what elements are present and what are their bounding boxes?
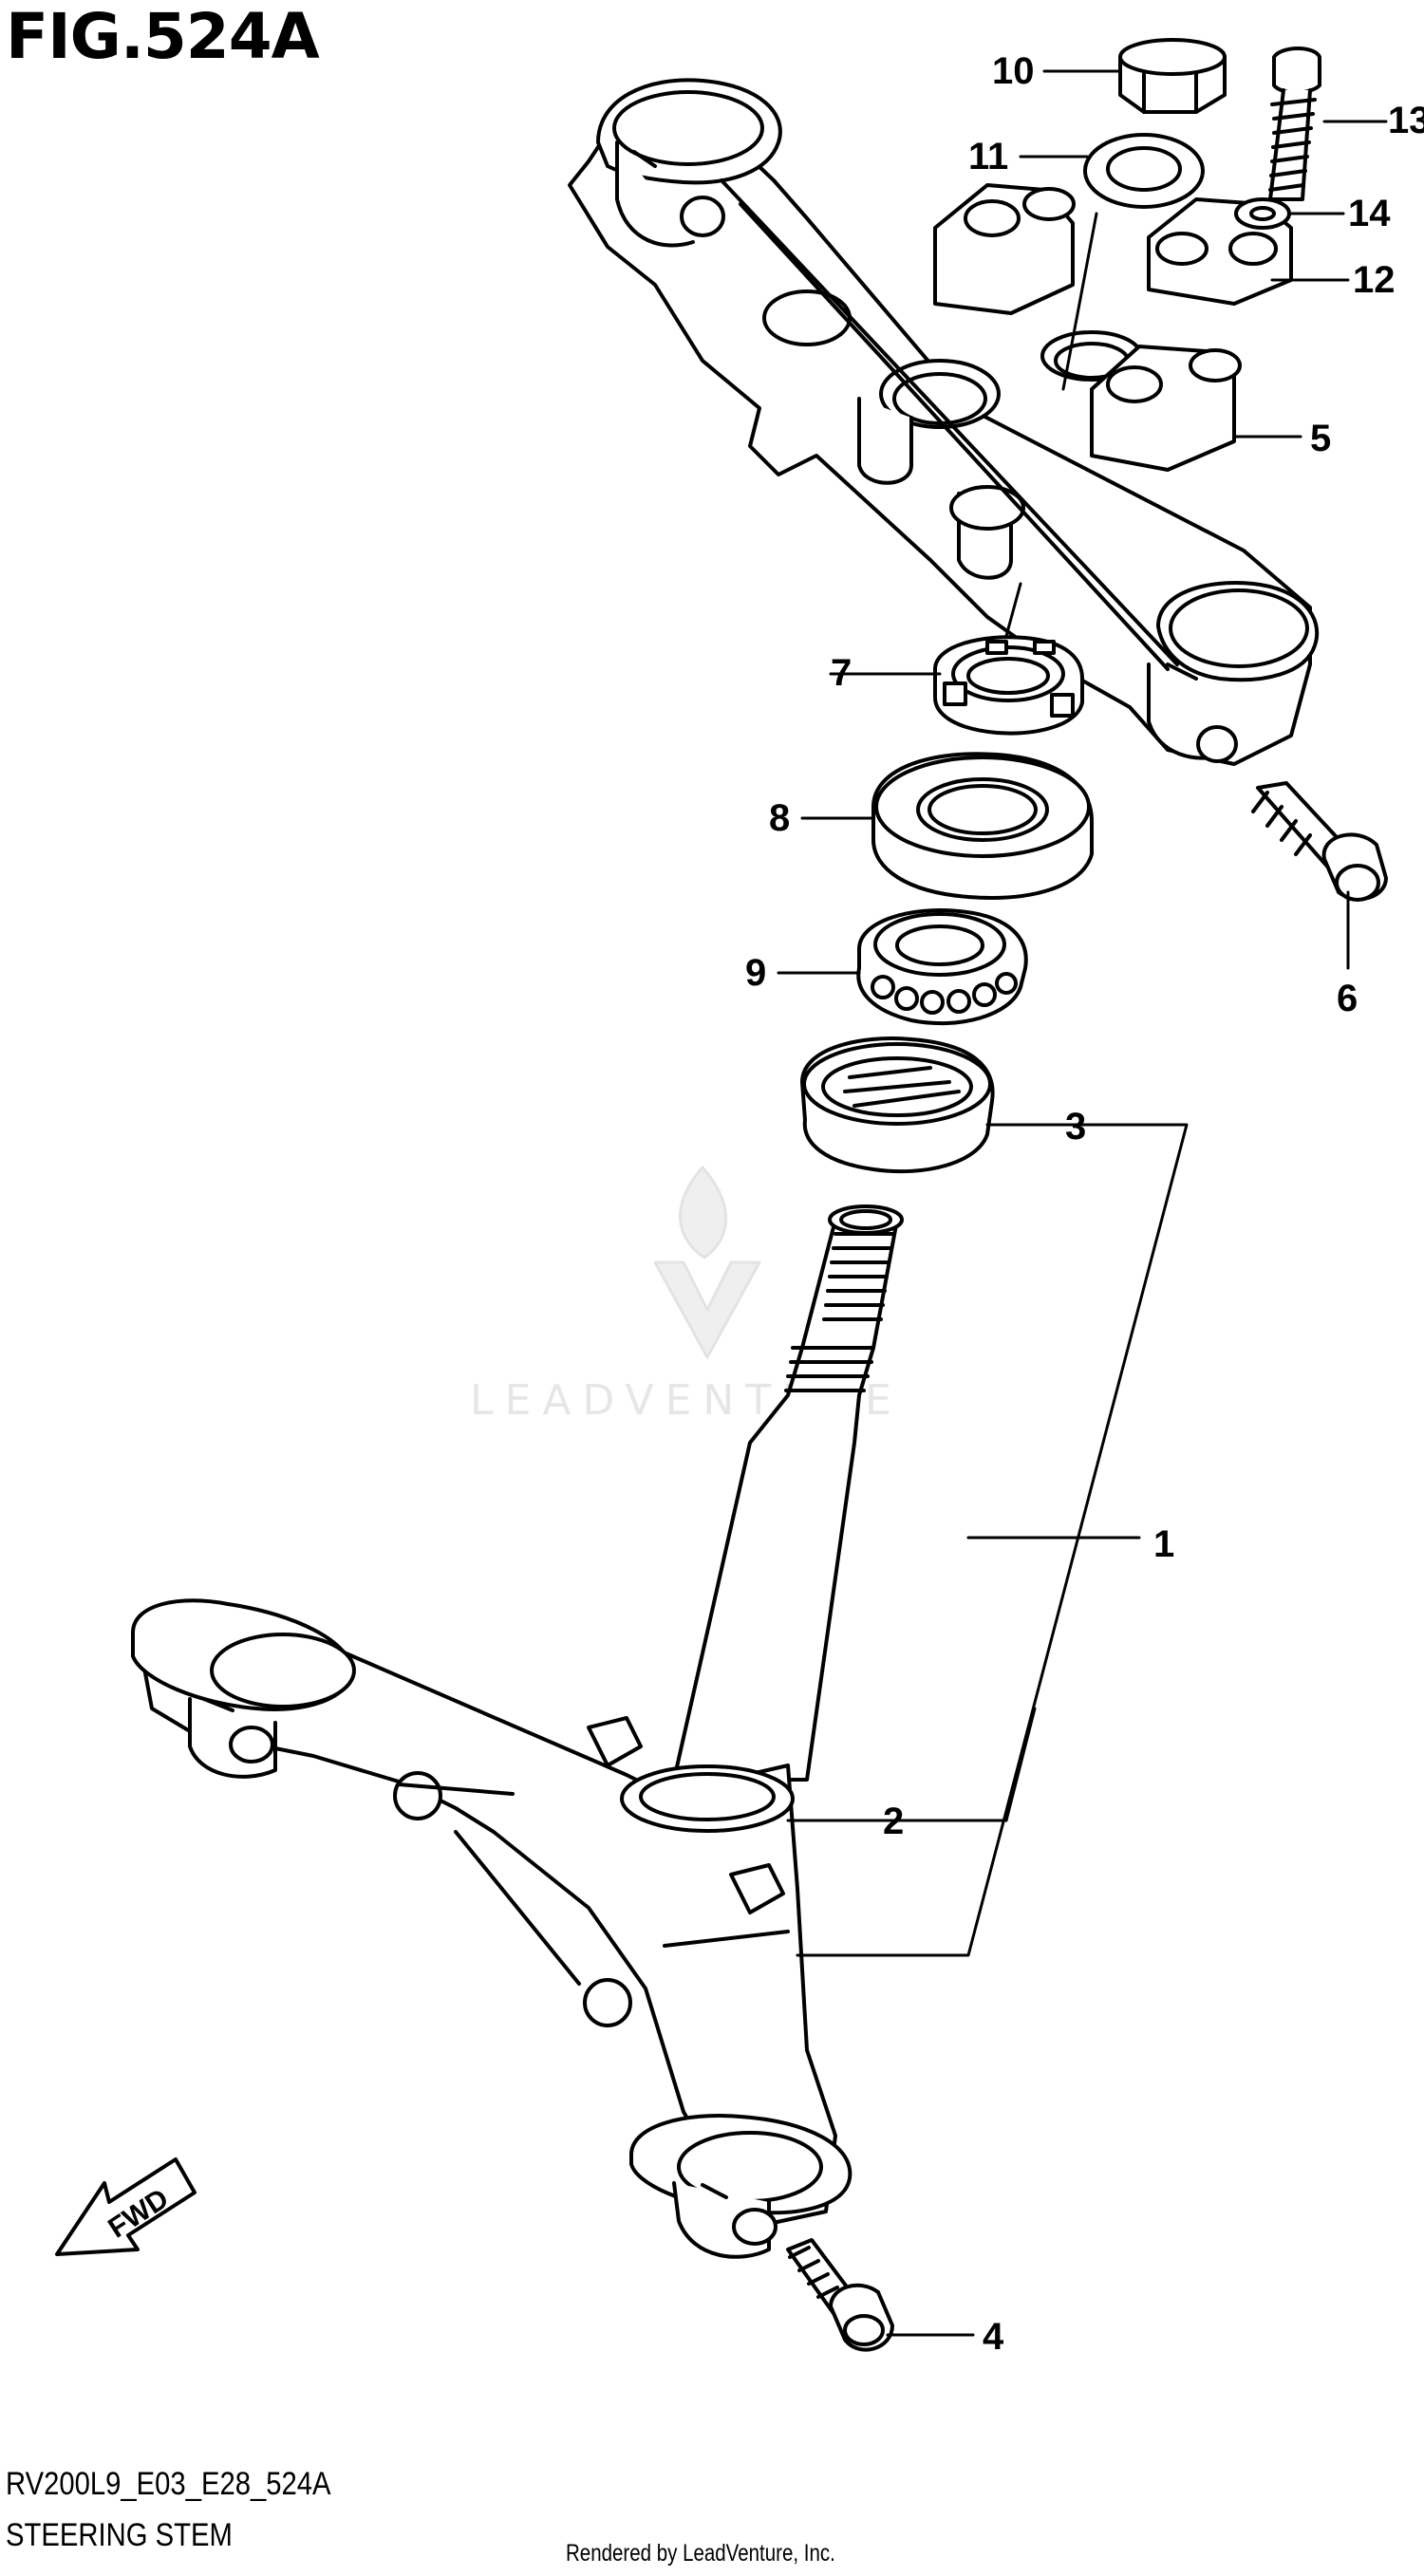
fwd-arrow-icon bbox=[55, 2157, 197, 2256]
model-code: RV200L9_E03_E28_524A bbox=[6, 2466, 331, 2502]
callout-14: 14 bbox=[1348, 193, 1391, 234]
stem-nut-part-7 bbox=[933, 635, 1084, 736]
callout-8: 8 bbox=[769, 797, 790, 839]
upper-bracket-part-5 bbox=[568, 78, 1320, 766]
callout-3: 3 bbox=[1065, 1106, 1086, 1148]
lower-clamp-bolt-part-4 bbox=[786, 2238, 894, 2352]
rendered-by: Rendered by LeadVenture, Inc. bbox=[566, 2540, 835, 2567]
callout-12: 12 bbox=[1353, 259, 1396, 301]
washer-part-11 bbox=[1083, 133, 1205, 209]
washer-part-14 bbox=[1234, 197, 1291, 230]
callout-5: 5 bbox=[1310, 418, 1331, 459]
callout-10: 10 bbox=[992, 50, 1035, 92]
upper-clamp-bolt-part-6 bbox=[1251, 781, 1388, 902]
holder-bolt-part-13 bbox=[1268, 47, 1321, 201]
holder-posts bbox=[933, 183, 1242, 472]
lower-bracket bbox=[131, 1598, 853, 2259]
callout-9: 9 bbox=[745, 952, 766, 994]
callout-11: 11 bbox=[968, 136, 1008, 177]
watermark-logo bbox=[653, 1166, 761, 1359]
steering-stem-part-1 bbox=[672, 1204, 904, 1782]
callout-7: 7 bbox=[831, 652, 852, 694]
callout-labels: 1 2 3 4 5 6 7 8 9 10 11 12 13 14 bbox=[745, 50, 1424, 2358]
callout-4: 4 bbox=[983, 2316, 1004, 2358]
figure-title: FIG.524A bbox=[6, 0, 320, 73]
leader-lines bbox=[777, 69, 1388, 2337]
callout-2: 2 bbox=[883, 1801, 904, 1842]
callout-6: 6 bbox=[1337, 978, 1358, 1019]
callout-13: 13 bbox=[1388, 100, 1424, 141]
bearing-race-part-3 bbox=[800, 1036, 995, 1174]
dust-cover-part-8 bbox=[871, 752, 1094, 900]
upper-bearing-part-9 bbox=[856, 908, 1028, 1025]
assembly-name: STEERING STEM bbox=[6, 2517, 233, 2553]
callout-1: 1 bbox=[1153, 1523, 1174, 1565]
stem-head-nut-part-10 bbox=[1118, 38, 1227, 114]
